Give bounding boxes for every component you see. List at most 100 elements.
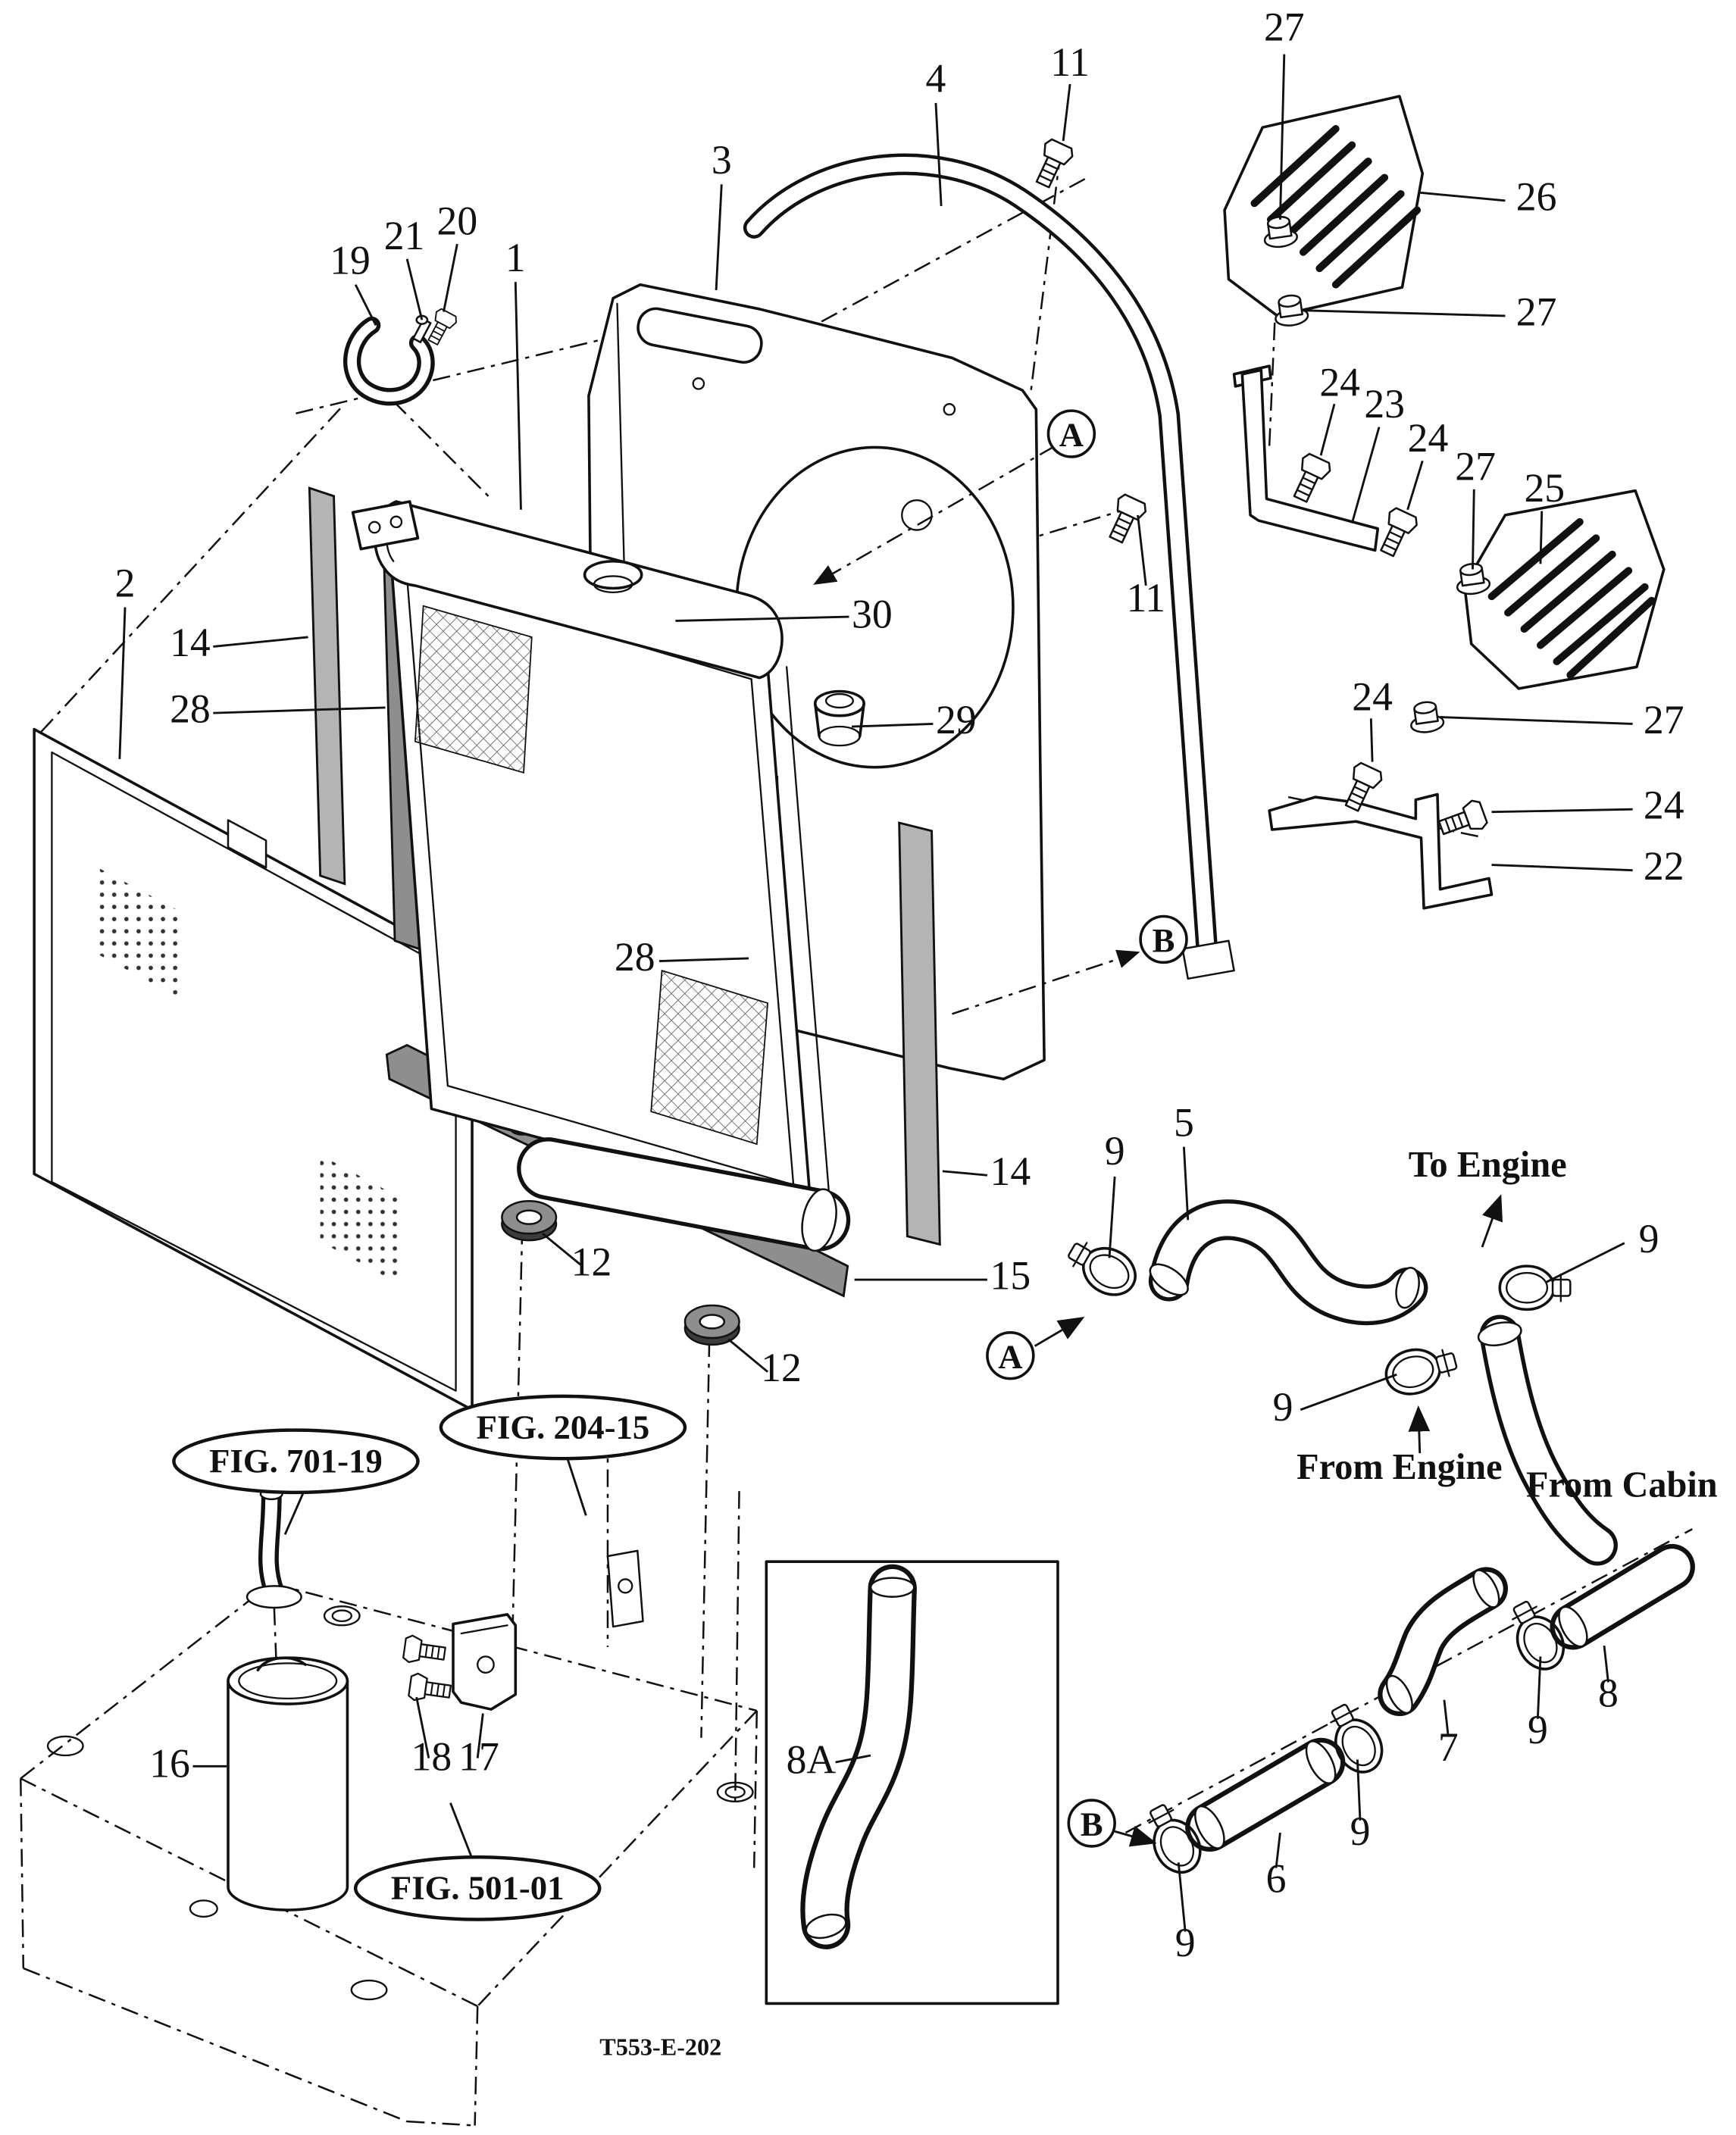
leader-lines	[118, 54, 1633, 1932]
bolt-24-icon	[1285, 451, 1334, 507]
callout: 9	[1273, 1384, 1293, 1430]
callout: 28	[615, 934, 655, 980]
callout: 12	[761, 1345, 802, 1390]
figure-ref-501-01: FIG. 501-01	[391, 1869, 565, 1907]
callout: 21	[384, 213, 425, 258]
figure-ref-701-19: FIG. 701-19	[209, 1442, 383, 1480]
bolt-18-icon	[407, 1671, 453, 1706]
hose-6	[1185, 1737, 1346, 1852]
frame-tube	[743, 153, 1235, 980]
hose-clamp-19	[343, 306, 460, 406]
section-marker-b2: B	[1081, 1805, 1103, 1843]
section-b-line	[952, 949, 1140, 1015]
reservoir-16	[227, 1656, 349, 1911]
callout: 27	[1644, 697, 1684, 742]
callout: 4	[926, 56, 946, 102]
section-marker-a1: A	[1059, 416, 1084, 454]
callout: 24	[1319, 359, 1360, 405]
callout: 3	[712, 137, 732, 183]
callout: 17	[458, 1734, 499, 1780]
callout: 9	[1350, 1808, 1371, 1854]
radiator-cap-30	[583, 559, 643, 590]
radiator-mount-bracket	[351, 500, 420, 551]
radiator-core-mesh	[414, 605, 533, 774]
hose-8	[1550, 1543, 1695, 1650]
inset-box-8a	[765, 1560, 1059, 2005]
callout: 22	[1644, 843, 1684, 889]
from-engine-label: From Engine	[1297, 1447, 1502, 1487]
callout: 20	[437, 198, 478, 244]
callout: 26	[1516, 173, 1557, 219]
callout: 27	[1455, 443, 1496, 489]
hose-clamp-9-icon	[1379, 1338, 1462, 1402]
nut-27-icon	[1407, 699, 1446, 736]
callout: 2	[115, 560, 136, 605]
part-callouts: 27 4 11 26 3 27 19 21 20 1 24 23 24 27 2…	[115, 5, 1684, 1965]
from-engine-arrow	[1408, 1405, 1431, 1454]
from-cabin-label: From Cabin	[1526, 1464, 1718, 1505]
to-engine-label: To Engine	[1409, 1145, 1567, 1185]
callout: 18	[411, 1734, 452, 1780]
to-engine-arrow	[1481, 1194, 1503, 1248]
hose-clamp-9-icon	[1498, 1264, 1572, 1311]
callout: 11	[1050, 39, 1090, 85]
base-platform	[19, 1486, 759, 2127]
radiator	[351, 500, 865, 1252]
callout: 28	[170, 686, 211, 732]
strip-14-right	[898, 821, 941, 1246]
callout: 24	[1644, 783, 1684, 828]
mount-hardware	[606, 1549, 644, 1628]
callout: 9	[1639, 1216, 1659, 1261]
bracket-23	[1232, 364, 1380, 552]
section-marker-b1: B	[1153, 921, 1175, 959]
callout: 14	[990, 1149, 1031, 1194]
grommet-12-icon	[683, 1304, 740, 1346]
callout: 8	[1598, 1671, 1619, 1716]
callout: 25	[1524, 465, 1565, 511]
hose-clamp-9-icon	[1059, 1230, 1146, 1305]
bolt-11-icon	[1028, 136, 1077, 192]
pipe-stub	[246, 1486, 302, 1609]
radiator-bottom-tank	[517, 1137, 851, 1252]
grommet-12-icon	[501, 1199, 558, 1242]
callout: 9	[1105, 1128, 1125, 1174]
callout: 1	[505, 235, 526, 280]
hose-7	[1378, 1567, 1509, 1717]
callout: 24	[1408, 415, 1449, 461]
callout: 30	[852, 591, 893, 636]
callout: 8A	[787, 1736, 837, 1782]
bracket-22	[1268, 792, 1494, 910]
bolt-24-icon	[1372, 505, 1421, 561]
bolt-24-icon	[1435, 797, 1490, 843]
vent-perforation	[320, 1155, 402, 1286]
section-marker-a2: A	[998, 1337, 1022, 1375]
bolt-18-icon	[402, 1633, 448, 1668]
direction-labels: To Engine From Engine From Cabin	[1297, 1145, 1718, 1505]
bracket-17	[452, 1613, 518, 1711]
upper-hose-5	[1148, 1199, 1428, 1326]
callout: 19	[330, 237, 371, 283]
callout: 15	[990, 1253, 1031, 1299]
figure-ref-204-15: FIG. 204-15	[477, 1408, 650, 1446]
figure-refs: FIG. 701-19 FIG. 204-15 FIG. 501-01	[172, 1394, 687, 1921]
guard-plate-25	[1462, 489, 1666, 690]
callout: 14	[170, 620, 211, 665]
callout: 27	[1264, 5, 1305, 50]
section-b-arrow	[1114, 1825, 1157, 1847]
callout: 16	[149, 1741, 190, 1786]
callout: 11	[1126, 575, 1165, 620]
callout: 9	[1175, 1920, 1196, 1965]
callout: 12	[571, 1239, 612, 1285]
side-door-panel	[33, 727, 474, 1411]
guard-plate-26	[1223, 95, 1425, 317]
callout: 5	[1174, 1099, 1194, 1145]
callout: 29	[936, 697, 977, 742]
engine-hose	[1477, 1314, 1618, 1566]
drawing-number: T553-E-202	[599, 2033, 721, 2060]
section-a-arrow	[1034, 1316, 1085, 1347]
callout: 6	[1266, 1856, 1287, 1902]
callout: 24	[1352, 674, 1393, 720]
section-markers: A B A B	[986, 409, 1188, 1848]
